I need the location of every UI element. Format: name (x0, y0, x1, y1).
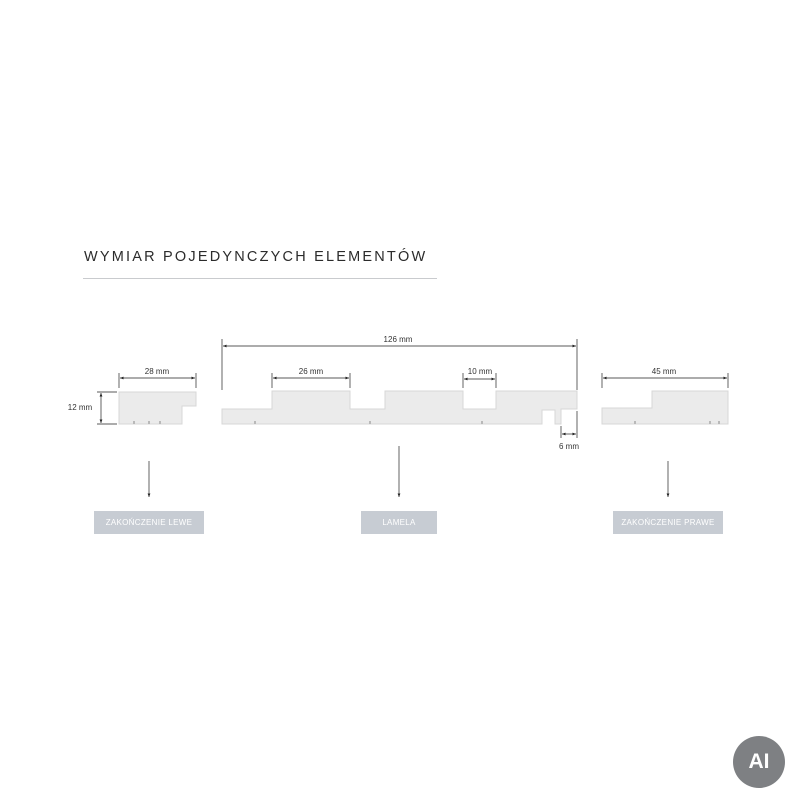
left-end-profile (118, 391, 197, 425)
caption-lamela: LAMELA (361, 511, 437, 534)
dim-total-width: 126 mm (383, 335, 413, 344)
ai-badge: AI (733, 736, 785, 788)
dim-groove-width: 10 mm (467, 367, 493, 376)
caption-right-end: ZAKOŃCZENIE PRAWE (613, 511, 723, 534)
lamela-notches (254, 421, 483, 424)
dim-rib-width: 26 mm (298, 367, 324, 376)
dim-right-width: 45 mm (651, 367, 677, 376)
left-end-notches (133, 421, 161, 424)
title-underline (83, 278, 437, 279)
dim-height: 12 mm (67, 403, 93, 412)
caption-left-end: ZAKOŃCZENIE LEWE (94, 511, 204, 534)
dim-joint-width: 6 mm (559, 442, 579, 451)
right-end-notches (634, 421, 720, 424)
page-title: WYMIAR POJEDYNCZYCH ELEMENTÓW (84, 249, 428, 265)
dim-left-width: 28 mm (144, 367, 170, 376)
right-end-profile (601, 390, 729, 425)
lamela-profile (221, 390, 578, 425)
dimension-lines (97, 339, 729, 497)
